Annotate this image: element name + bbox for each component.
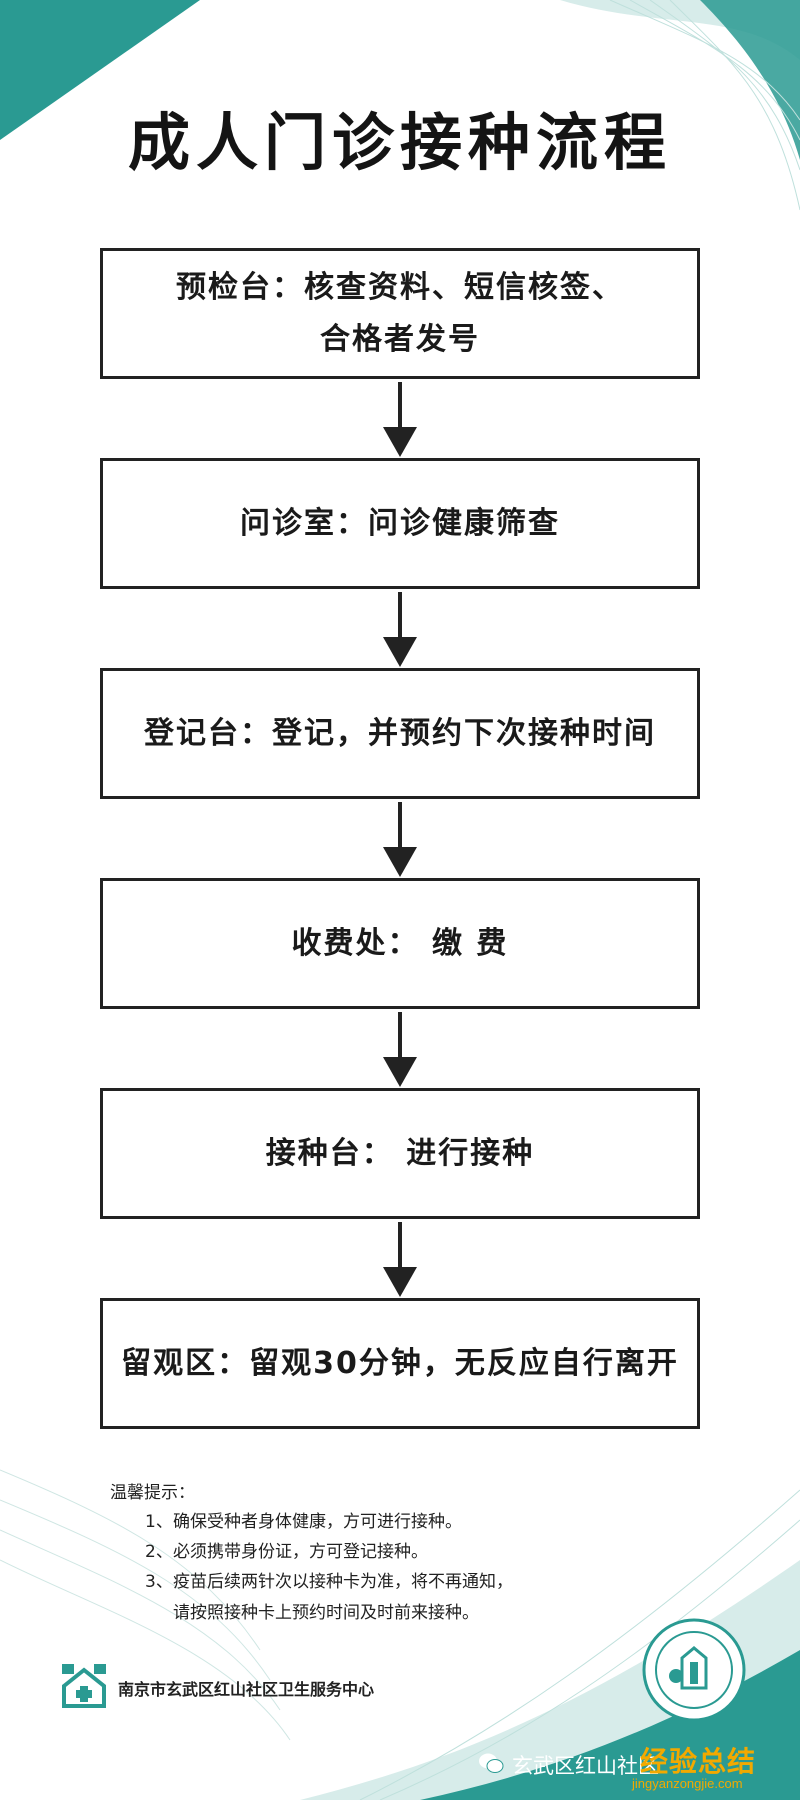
- flow-step-text-line1: 预检台：核查资料、短信核签、: [176, 269, 624, 305]
- flow-step-pre-check: 预检台：核查资料、短信核签、 合格者发号: [100, 248, 700, 379]
- wave-lines-top-right: [609, 0, 800, 211]
- tips-item: 3、疫苗后续两针次以接种卡为准，将不再通知，: [145, 1568, 513, 1596]
- flow-arrow-4: [383, 1012, 417, 1087]
- wave-bottom-right: [420, 1650, 800, 1800]
- wechat-icon: [479, 1753, 504, 1773]
- watermark-brand: 经验总结: [640, 1745, 757, 1778]
- flow-step-text: 留观区：留观30分钟，无反应自行离开: [121, 1345, 679, 1381]
- flow-step-observation: 留观区：留观30分钟，无反应自行离开: [100, 1298, 700, 1429]
- watermark-account-name: 玄武区红山社区: [512, 1754, 659, 1778]
- flow-step-vaccination: 接种台： 进行接种: [100, 1088, 700, 1219]
- flow-arrow-5: [383, 1222, 417, 1297]
- tips-item-text: 疫苗后续两针次以接种卡为准，将不再通知，: [173, 1572, 513, 1592]
- flow-step-text: 收费处： 缴 费: [291, 925, 509, 961]
- corner-triangle-top-left: [0, 0, 200, 140]
- tips-item-number: 2、: [145, 1542, 173, 1562]
- tips-item: 1、确保受种者身体健康，方可进行接种。: [145, 1508, 462, 1536]
- flow-step-registration: 登记台：登记，并预约下次接种时间: [100, 668, 700, 799]
- watermark-url: jingyanzongjie.com: [632, 1776, 743, 1791]
- wave-lines-bottom-left: [0, 1469, 291, 1741]
- tips-item-number: 3、: [145, 1572, 173, 1592]
- organization-name: 南京市玄武区红山社区卫生服务中心: [118, 1680, 375, 1699]
- tips-item-text: 确保受种者身体健康，方可进行接种。: [173, 1512, 462, 1532]
- flow-step-text-line2: 合格者发号: [320, 321, 480, 357]
- tips-item: 2、必须携带身份证，方可登记接种。: [145, 1538, 428, 1566]
- tips-heading: 温馨提示：: [110, 1483, 195, 1503]
- flow-step-text: 问诊室：问诊健康筛查: [240, 505, 560, 541]
- flow-step-text: 接种台： 进行接种: [265, 1135, 535, 1171]
- flow-step-consultation: 问诊室：问诊健康筛查: [100, 458, 700, 589]
- page-title: 成人门诊接种流程: [127, 106, 672, 179]
- flow-step-text: 登记台：登记，并预约下次接种时间: [144, 715, 656, 751]
- flow-step-payment: 收费处： 缴 费: [100, 878, 700, 1009]
- wave-top-right-2: [700, 0, 800, 160]
- tips-item-continuation: 请按照接种卡上预约时间及时前来接种。: [173, 1603, 479, 1623]
- flow-arrow-1: [383, 382, 417, 457]
- flow-arrow-3: [383, 802, 417, 877]
- wave-lines-bottom-right: [359, 1489, 800, 1800]
- epi-seal-icon: [642, 1618, 746, 1722]
- tips-item-text: 必须携带身份证，方可登记接种。: [173, 1542, 428, 1562]
- flow-arrow-2: [383, 592, 417, 667]
- tips-item-number: 1、: [145, 1512, 173, 1532]
- health-center-logo-icon: [62, 1664, 106, 1708]
